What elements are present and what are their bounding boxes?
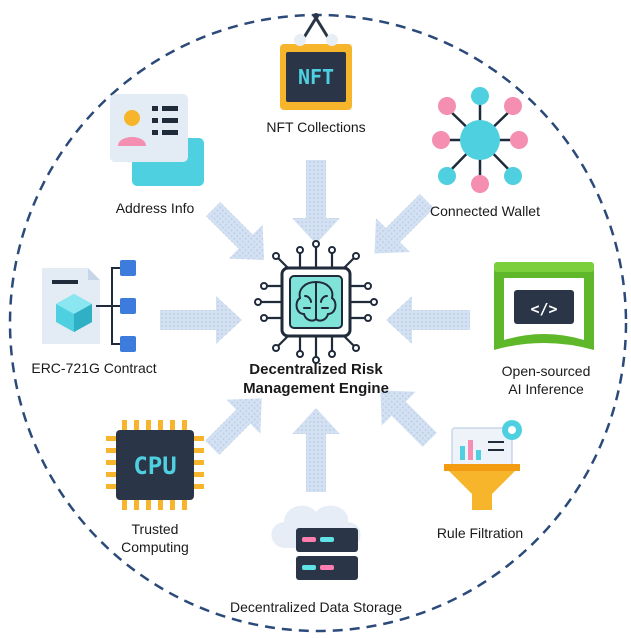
id-card-icon [110,94,204,186]
cpu-chip-icon: CPU [106,420,204,510]
funnel-icon [444,420,522,510]
code-scroll-icon: </> [494,262,594,350]
nft-sign-icon: NFT [280,13,352,110]
brain-chip-icon [254,240,378,364]
network-hub-icon [432,87,528,193]
label-address-info: Address Info [115,200,195,216]
arrow-from-tc [205,398,262,455]
label-tc-line1: Trusted [131,521,179,537]
svg-text:</>: </> [530,300,557,318]
nft-icon-text: NFT [298,65,334,89]
label-ai-inference: Open-sourced AI Inference [476,362,616,398]
label-erc-contract: ERC-721G Contract [31,360,157,376]
arrow-from-nft [292,160,340,244]
center-title-line1: Decentralized Risk [249,361,383,378]
label-ai-line2: AI Inference [508,381,584,397]
label-connected-wallet: Connected Wallet [430,203,540,219]
arrow-from-ai [386,296,470,344]
arrows [160,160,470,492]
center-title: Decentralized Risk Management Engine [216,360,416,398]
label-rule-filtration: Rule Filtration [436,525,524,541]
arrow-from-wallet [374,194,434,254]
label-tc-line2: Computing [121,539,189,555]
arrow-from-rule [380,390,437,447]
label-trusted-computing: Trusted Computing [100,520,210,556]
center-title-line2: Management Engine [243,380,389,397]
label-nft-collections: NFT Collections [266,119,366,135]
label-decentralized-storage: Decentralized Data Storage [230,599,402,615]
arrow-from-erc [160,296,242,344]
arrow-from-address [206,202,265,261]
arrow-from-storage [292,408,340,492]
cpu-icon-text: CPU [133,452,176,480]
label-ai-line1: Open-sourced [501,363,591,379]
contract-cube-icon [42,260,136,352]
cloud-server-icon [271,505,361,580]
